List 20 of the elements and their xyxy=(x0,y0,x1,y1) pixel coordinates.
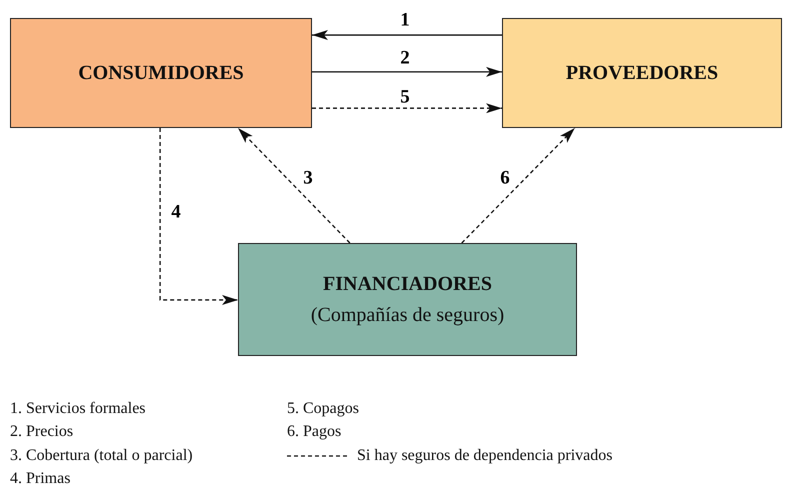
legend-note: 5. Copagos xyxy=(287,400,360,418)
entity-box xyxy=(10,18,312,128)
arrow xyxy=(312,66,502,77)
arrow xyxy=(312,30,502,40)
legend-note: 1. Servicios formales xyxy=(10,400,147,418)
arrow xyxy=(238,128,350,244)
legend-note: 6. Pagos xyxy=(287,423,342,442)
entity-box xyxy=(238,243,577,356)
legend-note: 3. Cobertura (total o parcial) xyxy=(10,446,194,465)
box-title: FINANCIADORES xyxy=(323,272,492,296)
box-title: CONSUMIDORES xyxy=(78,62,244,84)
box-subtitle: (Compañías de seguros) xyxy=(310,304,504,326)
arrow xyxy=(159,128,238,305)
legend-note: 4. Primas xyxy=(10,470,72,486)
legend-note: 2. Precios xyxy=(10,423,74,442)
arrow xyxy=(312,103,502,114)
entity-box xyxy=(502,18,782,128)
legend-text: Si hay seguros de dependencia privados xyxy=(357,446,612,465)
arrow xyxy=(461,128,576,244)
box-title: PROVEEDORES xyxy=(566,62,718,84)
